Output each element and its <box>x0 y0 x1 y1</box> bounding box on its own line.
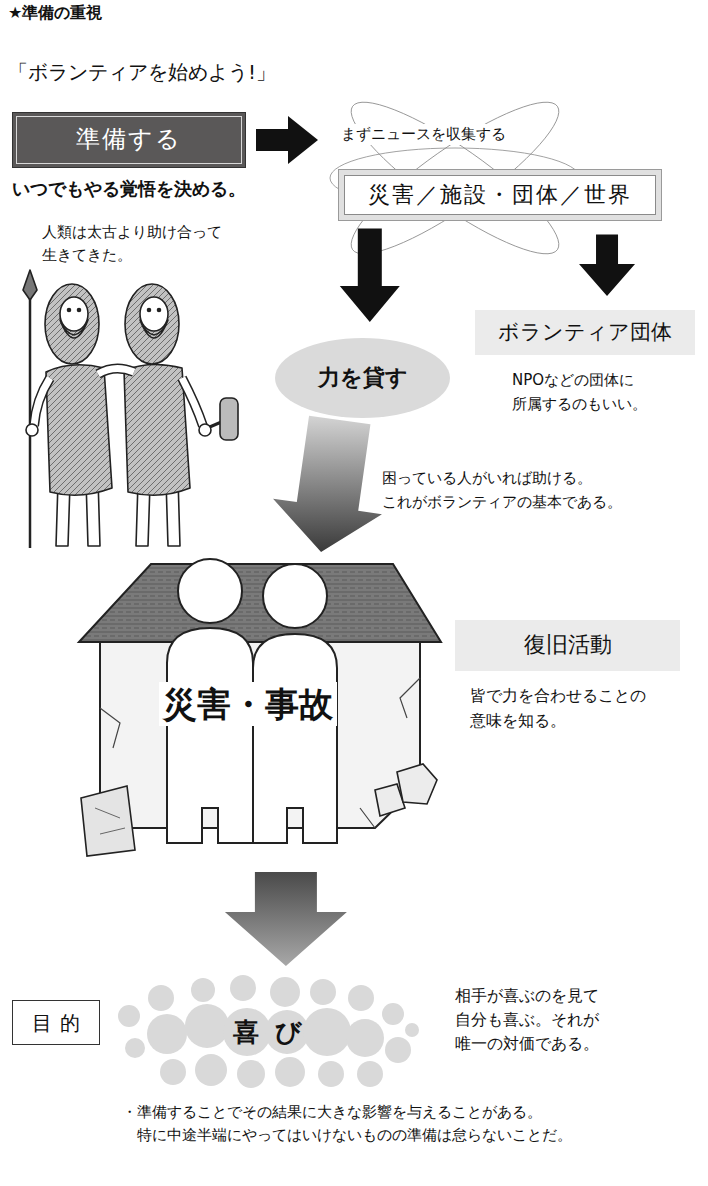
house-illustration <box>263 564 327 628</box>
joy-label: 喜び <box>218 1014 318 1050</box>
ellipse-shape <box>275 338 450 418</box>
caveman-illustration <box>182 378 203 426</box>
bubble-cloud <box>405 1023 419 1037</box>
org-band: ボランティア団体 NPOなどの団体に 所属するのもいい。 <box>475 310 695 416</box>
house-illustration <box>253 634 337 843</box>
purpose-box: 目的 <box>12 1000 100 1045</box>
caveman-illustration <box>140 297 168 331</box>
caveman-illustration <box>45 284 99 364</box>
purpose-label: 目的 <box>24 1009 88 1037</box>
caption: ・準備することでその結果に大きな影響を与えることがある。 特に中途半端にやっては… <box>122 1101 572 1148</box>
house-illustration <box>79 564 441 642</box>
ellipse-label: 力を貸す <box>318 363 408 394</box>
joy-bubbles: 喜び <box>115 972 420 1092</box>
block-arrow <box>225 872 347 966</box>
bubble-cloud <box>125 1038 145 1058</box>
block-arrow <box>340 229 400 323</box>
caveman-illustration <box>220 398 238 440</box>
caveman-illustration <box>23 270 238 548</box>
band-note: NPOなどの団体に 所属するのもいい。 <box>512 369 647 416</box>
house-scene: 災害・事故 <box>75 558 445 858</box>
bubble-cloud <box>160 1059 186 1085</box>
caveman-illustration <box>158 309 161 312</box>
caveman-illustration <box>26 424 38 436</box>
caveman-illustration <box>60 297 88 331</box>
house-illustration <box>95 808 125 834</box>
note: 人類は太古より助け合って 生きてきた。 <box>42 221 222 268</box>
caveman-illustration <box>34 378 50 426</box>
bubble-cloud <box>346 1019 384 1057</box>
step-box-label: 準備する <box>12 112 246 168</box>
box-heading: まずニュースを収集する <box>338 124 509 145</box>
bubble-cloud <box>270 977 300 1007</box>
caveman-illustration <box>68 309 71 312</box>
block-arrow <box>579 235 635 297</box>
bubble-cloud <box>185 1004 229 1048</box>
house-illustration <box>81 786 135 856</box>
bubble-cloud <box>191 978 215 1002</box>
bubble-cloud <box>237 1060 265 1088</box>
scene-label: 災害・事故 <box>159 682 337 726</box>
house-illustration <box>167 628 253 843</box>
band-label: ボランティア団体 <box>475 310 695 355</box>
subtitle: 「ボランティアを始めよう!」 <box>8 58 276 86</box>
action-ellipse: 力を貸す <box>275 338 450 418</box>
caveman-illustration <box>182 378 203 426</box>
caveman-illustration <box>98 368 134 374</box>
caveman-illustration <box>148 309 151 312</box>
bubble-cloud <box>118 975 419 1088</box>
step-note: いつでもやる覚悟を決める。 <box>12 176 246 201</box>
bubble-cloud <box>357 1061 383 1087</box>
house-illustration <box>397 764 437 804</box>
category-box: 災害／施設・団体／世界 <box>344 175 656 215</box>
activity-band: 復旧活動皆で力を合わせることの 意味を知る。 <box>455 620 680 734</box>
bubble-cloud <box>348 985 374 1011</box>
bubble-cloud <box>318 1061 344 1087</box>
note: 相手が喜ぶのを見て 自分も喜ぶ。それが 唯一の対価である。 <box>455 984 599 1056</box>
caveman-illustration <box>98 368 134 374</box>
block-arrow <box>256 116 318 164</box>
caveman-illustration <box>23 270 37 300</box>
step-box: 準備するいつでもやる覚悟を決める。 <box>12 112 246 201</box>
band-note: 皆で力を合わせることの 意味を知る。 <box>470 683 646 734</box>
bubble-cloud <box>148 985 174 1011</box>
band-label: 復旧活動 <box>455 620 680 671</box>
caveman-illustration <box>60 320 88 338</box>
bubble-cloud <box>275 1057 305 1087</box>
caveman-illustration <box>199 424 211 436</box>
note: 困っている人がいれば助ける。 これがボランティアの基本である。 <box>382 466 622 514</box>
caveman-illustration <box>78 309 81 312</box>
bubble-cloud <box>310 979 336 1005</box>
bubble-cloud <box>230 975 256 1001</box>
house-illustration <box>178 559 242 623</box>
caveman-illustration <box>46 365 112 495</box>
caveman-illustration <box>125 284 179 364</box>
bubble-cloud <box>147 1014 187 1054</box>
news-box: まずニュースを収集する災害／施設・団体／世界 <box>338 124 656 215</box>
bubble-cloud <box>382 1003 404 1025</box>
bubble-cloud <box>195 1054 227 1086</box>
caveman-illustration <box>140 320 168 338</box>
block-arrow <box>273 416 382 552</box>
caveman-illustration <box>34 378 50 426</box>
bubble-cloud <box>118 1005 140 1027</box>
bubble-cloud <box>385 1037 411 1063</box>
page-title: ★準備の重視 <box>8 2 102 24</box>
